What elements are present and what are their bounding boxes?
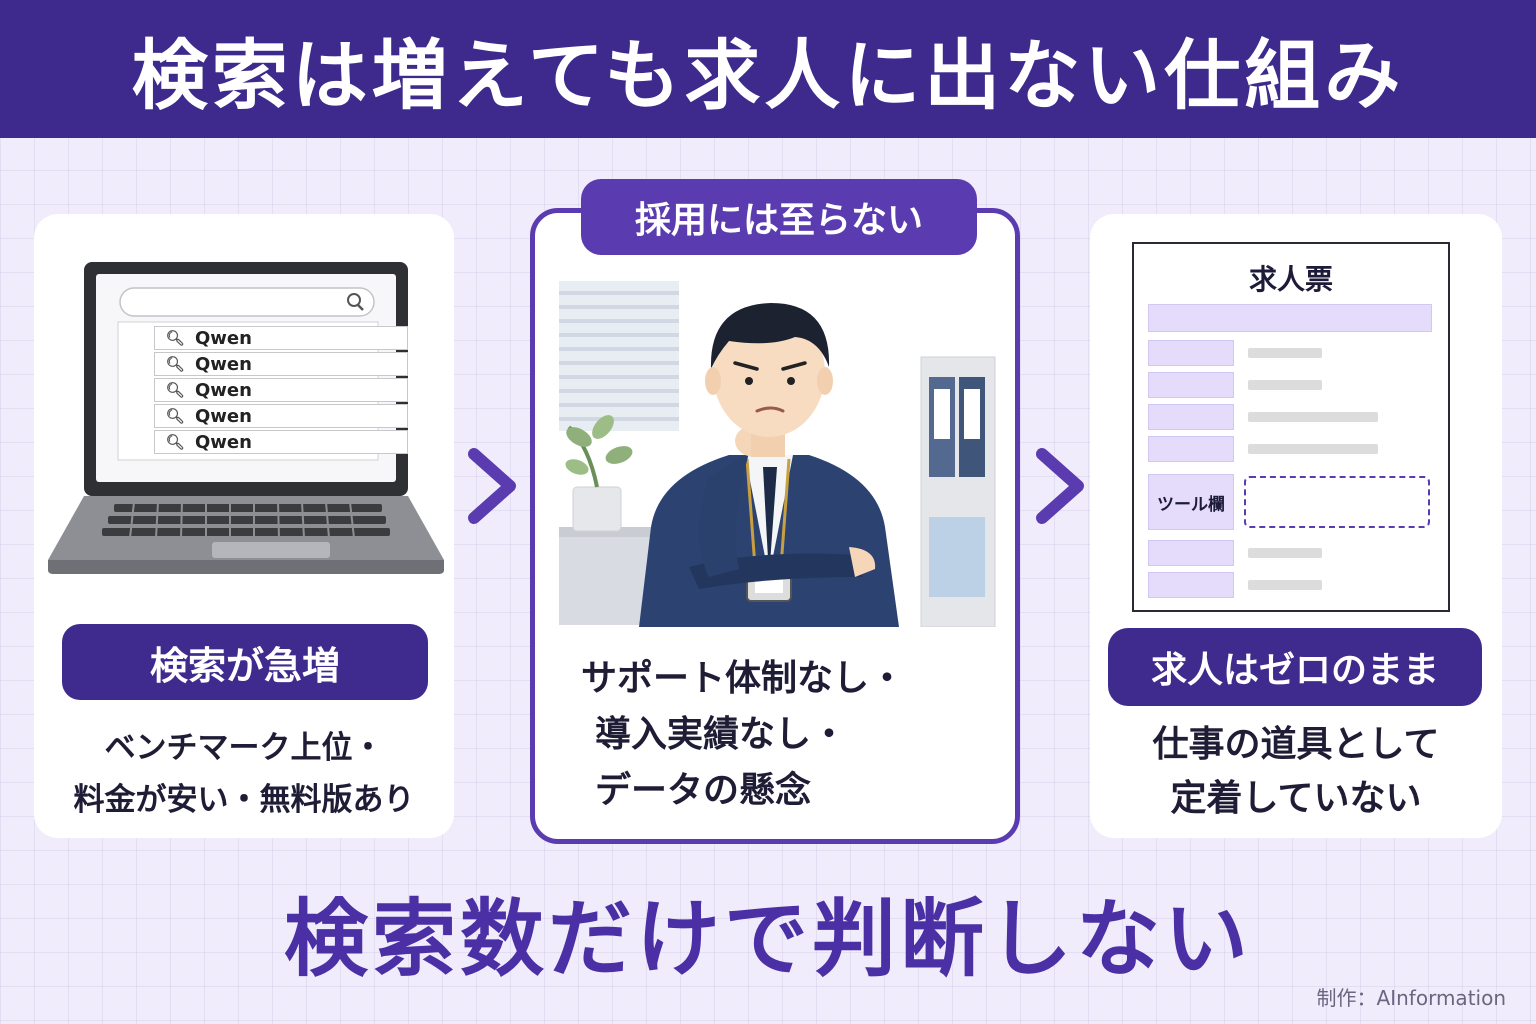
search-icon: 🔍︎ [165,355,185,373]
badge-not-adopted: 採用には至らない [581,179,977,255]
card-zero-jobs: 求人票 ツール欄 求人はゼロのまま 仕事の道具として 定着していない [1090,214,1502,838]
tool-field-label: ツール欄 [1148,474,1234,530]
search-suggestion[interactable]: 🔍︎ Qwen [154,430,408,454]
card-search-surge: 🔍︎ Qwen 🔍︎ Qwen 🔍︎ Qwen 🔍︎ Qwen 🔍︎ Qwen … [34,214,454,838]
job-sheet-icon: 求人票 ツール欄 [1132,242,1450,612]
search-suggestion[interactable]: 🔍︎ Qwen [154,352,408,376]
chevron-right-icon [1036,448,1084,524]
label-zero-jobs: 求人はゼロのまま [1108,628,1482,706]
right-description: 仕事の道具として 定着していない [1152,724,1440,819]
search-icon: 🔍︎ [165,407,185,425]
page-title: 検索は増えても求人に出ない仕組み [131,31,1405,120]
job-sheet-title: 求人票 [1248,263,1333,296]
credit-text: 制作：AInformation [1316,986,1506,1010]
title-banner: 検索は増えても求人に出ない仕組み [0,0,1536,138]
conclusion-message: 検索数だけで判断しない [283,890,1252,988]
search-icon: 🔍︎ [165,433,185,451]
job-sheet-header-bar [1148,304,1432,332]
middle-description: サポート体制なし・ 導入実績なし・ データの懸念 [581,658,906,811]
search-icon: 🔍︎ [165,329,185,347]
search-suggestion[interactable]: 🔍︎ Qwen [154,326,408,350]
label-search-surge: 検索が急増 [62,624,428,700]
search-icon: 🔍︎ [165,381,185,399]
chevron-right-icon [468,448,516,524]
businessman-illustration [559,281,996,627]
search-suggestion[interactable]: 🔍︎ Qwen [154,378,408,402]
search-suggestion[interactable]: 🔍︎ Qwen [154,404,408,428]
card-not-adopted: 採用には至らない サポート体制なし・ 導入実績なし・ データの懸念 [530,179,1020,844]
tool-field-empty[interactable] [1244,476,1430,528]
left-description: ベンチマーク上位・ 料金が安い・無料版あり [73,730,415,818]
